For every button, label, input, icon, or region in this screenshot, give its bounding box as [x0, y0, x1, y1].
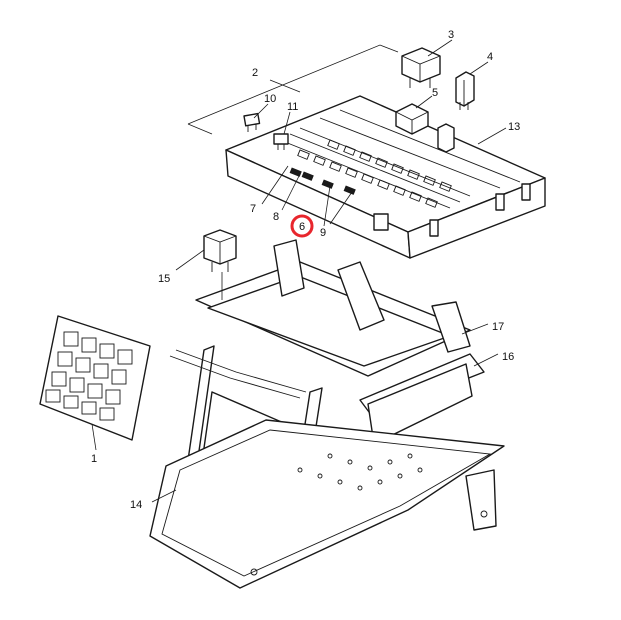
callout-14: 14: [130, 499, 142, 511]
callout-15: 15: [158, 273, 170, 285]
callout-17: 17: [492, 321, 504, 333]
highlight-ring: [290, 214, 314, 238]
callout-13: 13: [508, 121, 520, 133]
callout-4: 4: [487, 51, 493, 63]
callout-8: 8: [273, 211, 279, 223]
callout-7: 7: [250, 203, 256, 215]
callout-6: 6: [299, 221, 305, 233]
callout-11: 11: [287, 101, 298, 113]
callout-3: 3: [448, 29, 454, 41]
callout-1: 1: [91, 453, 97, 465]
callout-2: 2: [252, 67, 258, 79]
relay-3[interactable]: [401, 47, 441, 88]
fuse-10[interactable]: [243, 112, 261, 132]
fuse-box-13[interactable]: [225, 95, 546, 259]
relay-tall[interactable]: [437, 123, 455, 153]
carrier-frame-14[interactable]: [149, 345, 505, 589]
callout-5: 5: [432, 87, 438, 99]
callout-16: 16: [502, 351, 514, 363]
leader-lines: [91, 39, 507, 503]
relay-15[interactable]: [203, 229, 237, 272]
group-bracket-2: [187, 44, 399, 135]
callout-10: 10: [264, 93, 276, 105]
diode-4[interactable]: [455, 71, 475, 110]
relay-panel-1[interactable]: [39, 315, 151, 441]
callout-9: 9: [320, 227, 326, 239]
relay-5[interactable]: [395, 103, 429, 135]
mounting-frame-17[interactable]: [195, 239, 485, 445]
callouts: 1 2 3 4 5 7 8 9 10 11 13 14 15 16 17: [91, 29, 520, 511]
fuse-11[interactable]: [273, 133, 289, 150]
highlighted-callout-6[interactable]: 6: [290, 214, 314, 238]
